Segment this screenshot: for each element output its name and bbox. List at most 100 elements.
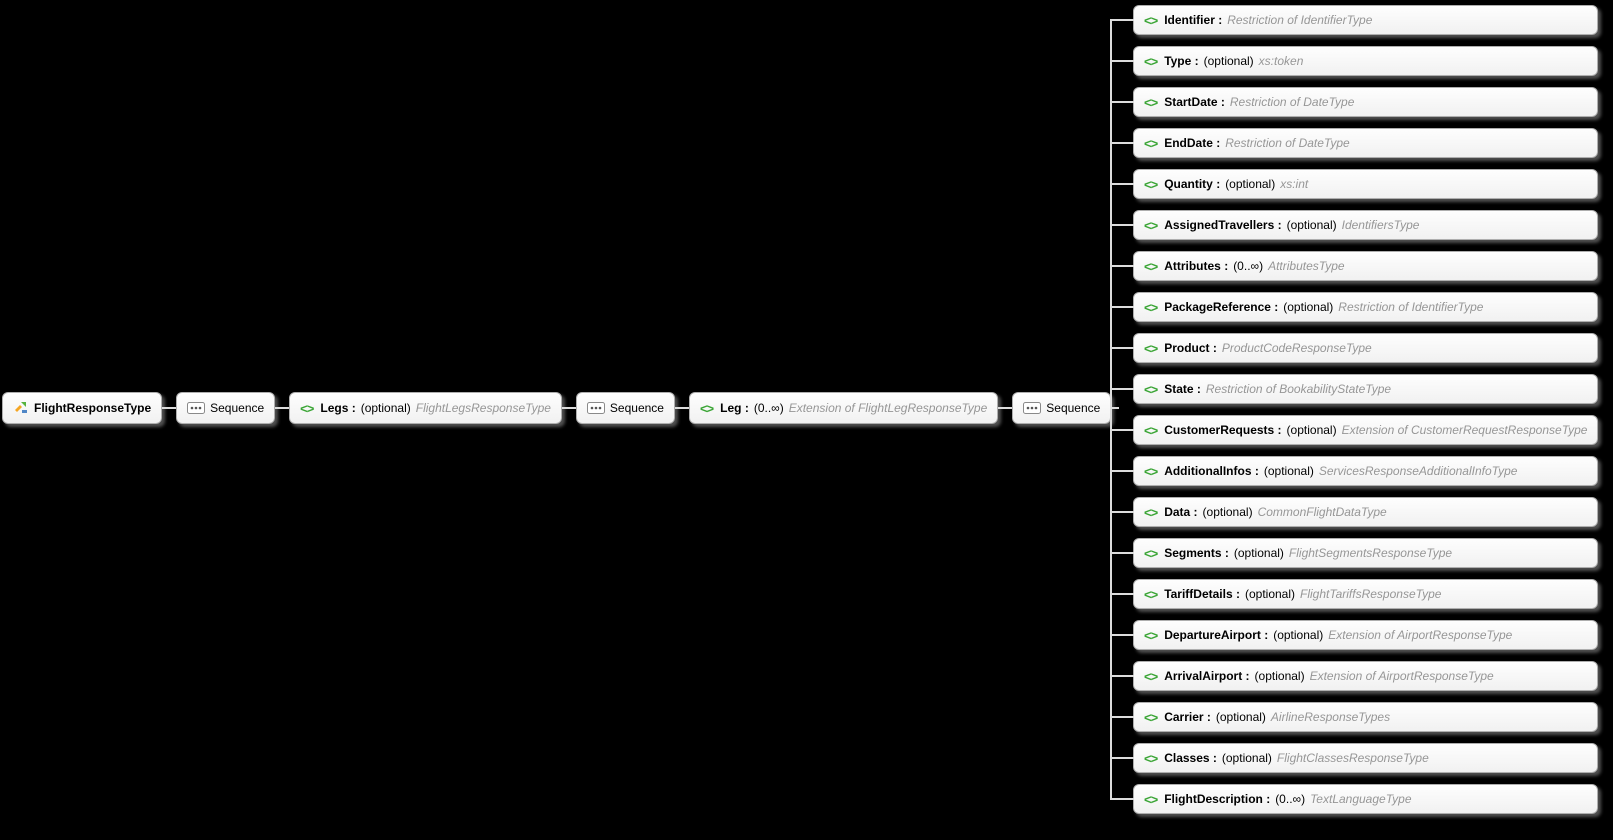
- element-occurrence: (optional): [1254, 669, 1305, 683]
- child-element-node[interactable]: <> Attributes : (0..∞) AttributesType: [1109, 251, 1599, 281]
- element-icon: <>: [1144, 135, 1158, 151]
- element-occurrence: (0..∞): [753, 401, 784, 415]
- child-element-node[interactable]: <> CustomerRequests : (optional) Extensi…: [1109, 415, 1599, 445]
- child-element-node[interactable]: <> StartDate : Restriction of DateType: [1109, 87, 1599, 117]
- element-occurrence: (optional): [1263, 464, 1314, 478]
- element-name: Product :: [1164, 341, 1217, 355]
- sequence-node-leg[interactable]: Sequence: [1012, 392, 1112, 424]
- element-icon: <>: [1144, 299, 1158, 315]
- element-type: FlightClassesResponseType: [1276, 751, 1429, 765]
- child-element-node[interactable]: <> PackageReference : (optional) Restric…: [1109, 292, 1599, 322]
- element-type: Extension of AirportResponseType: [1309, 669, 1494, 683]
- element-type: Restriction of DateType: [1229, 95, 1355, 109]
- element-occurrence: (optional): [1233, 546, 1284, 560]
- sequence-node-outer[interactable]: Sequence: [176, 392, 276, 424]
- element-icon: <>: [1144, 94, 1158, 110]
- element-name: Segments :: [1164, 546, 1229, 560]
- element-occurrence: (optional): [1286, 218, 1337, 232]
- connector-line: [674, 407, 689, 409]
- element-name: Leg :: [720, 401, 749, 415]
- element-type: AirlineResponseTypes: [1270, 710, 1391, 724]
- element-icon: <>: [1144, 258, 1158, 274]
- element-type: Restriction of IdentifierType: [1227, 13, 1373, 27]
- element-icon: <>: [1144, 627, 1158, 643]
- child-element-node[interactable]: <> State : Restriction of BookabilitySta…: [1109, 374, 1599, 404]
- connector-line: [561, 407, 576, 409]
- element-occurrence: (optional): [1221, 751, 1272, 765]
- element-occurrence: (optional): [1283, 300, 1334, 314]
- element-node-legs[interactable]: <> Legs : (optional) FlightLegsResponseT…: [289, 392, 562, 424]
- element-name: Type :: [1164, 54, 1199, 68]
- element-icon: <>: [1144, 422, 1158, 438]
- sequence-icon: [1023, 402, 1042, 414]
- element-icon: <>: [1144, 176, 1158, 192]
- element-name: FlightDescription :: [1164, 792, 1271, 806]
- root-type-node[interactable]: FlightResponseType: [2, 392, 163, 424]
- connector-trunk: [1110, 19, 1112, 800]
- element-name: State :: [1164, 382, 1201, 396]
- element-icon: <>: [1144, 217, 1158, 233]
- element-name: DepartureAirport :: [1164, 628, 1269, 642]
- element-type: xs:token: [1258, 54, 1304, 68]
- element-name: Quantity :: [1164, 177, 1221, 191]
- element-name: AdditionalInfos :: [1164, 464, 1259, 478]
- connector-line: [162, 407, 177, 409]
- element-name: PackageReference :: [1164, 300, 1279, 314]
- element-icon: <>: [1144, 340, 1158, 356]
- element-type: FlightTariffsResponseType: [1300, 587, 1442, 601]
- element-type: Restriction of IdentifierType: [1338, 300, 1484, 314]
- element-icon: <>: [1144, 53, 1158, 69]
- element-type: IdentifiersType: [1341, 218, 1420, 232]
- element-type: Extension of FlightLegResponseType: [788, 401, 988, 415]
- element-icon: <>: [1144, 668, 1158, 684]
- element-occurrence: (optional): [1202, 505, 1253, 519]
- child-element-node[interactable]: <> AdditionalInfos : (optional) Services…: [1109, 456, 1599, 486]
- child-element-node[interactable]: <> Carrier : (optional) AirlineResponseT…: [1109, 702, 1599, 732]
- child-element-node[interactable]: <> Segments : (optional) FlightSegmentsR…: [1109, 538, 1599, 568]
- child-element-node[interactable]: <> EndDate : Restriction of DateType: [1109, 128, 1599, 158]
- connector-line: [998, 407, 1013, 409]
- element-occurrence: (optional): [1273, 628, 1324, 642]
- element-name: EndDate :: [1164, 136, 1221, 150]
- element-icon: <>: [300, 400, 314, 416]
- child-element-node[interactable]: <> Product : ProductCodeResponseType: [1109, 333, 1599, 363]
- element-name: Data :: [1164, 505, 1198, 519]
- element-type: AttributesType: [1268, 259, 1345, 273]
- sequence-icon: [187, 402, 206, 414]
- element-node-leg[interactable]: <> Leg : (0..∞) Extension of FlightLegRe…: [688, 392, 999, 424]
- element-type: ServicesResponseAdditionalInfoType: [1318, 464, 1518, 478]
- child-element-node[interactable]: <> Identifier : Restriction of Identifie…: [1109, 5, 1599, 35]
- child-element-node[interactable]: <> AssignedTravellers : (optional) Ident…: [1109, 210, 1599, 240]
- element-type: xs:int: [1280, 177, 1309, 191]
- connector-line: [1111, 407, 1120, 409]
- element-type: Restriction of BookabilityStateType: [1205, 382, 1392, 396]
- element-occurrence: (optional): [1286, 423, 1337, 437]
- element-icon: <>: [1144, 586, 1158, 602]
- child-element-node[interactable]: <> Classes : (optional) FlightClassesRes…: [1109, 743, 1599, 773]
- element-icon: <>: [1144, 709, 1158, 725]
- leg-children: <> Identifier : Restriction of Identifie…: [1109, 5, 1599, 814]
- element-name: Identifier :: [1164, 13, 1223, 27]
- element-type: FlightSegmentsResponseType: [1288, 546, 1453, 560]
- child-element-node[interactable]: <> Type : (optional) xs:token: [1109, 46, 1599, 76]
- sequence-node-legs[interactable]: Sequence: [575, 392, 675, 424]
- sequence-label: Sequence: [1046, 401, 1101, 415]
- element-icon: <>: [699, 400, 714, 416]
- child-element-node[interactable]: <> DepartureAirport : (optional) Extensi…: [1109, 620, 1599, 650]
- element-occurrence: (optional): [1244, 587, 1296, 601]
- element-occurrence: (optional): [1225, 177, 1276, 191]
- sequence-label: Sequence: [210, 401, 265, 415]
- child-element-node[interactable]: <> TariffDetails : (optional) FlightTari…: [1109, 579, 1599, 609]
- element-icon: <>: [1144, 12, 1158, 28]
- element-icon: <>: [1144, 750, 1158, 766]
- element-type: ProductCodeResponseType: [1221, 341, 1372, 355]
- element-icon: <>: [1144, 545, 1158, 561]
- root-type-label: FlightResponseType: [34, 401, 152, 415]
- element-type: Extension of CustomerRequestResponseType: [1341, 423, 1588, 437]
- child-element-node[interactable]: <> FlightDescription : (0..∞) TextLangua…: [1109, 784, 1599, 814]
- child-element-node[interactable]: <> Data : (optional) CommonFlightDataTyp…: [1109, 497, 1599, 527]
- child-element-node[interactable]: <> ArrivalAirport : (optional) Extension…: [1109, 661, 1599, 691]
- element-occurrence: (optional): [1215, 710, 1266, 724]
- child-element-node[interactable]: <> Quantity : (optional) xs:int: [1109, 169, 1599, 199]
